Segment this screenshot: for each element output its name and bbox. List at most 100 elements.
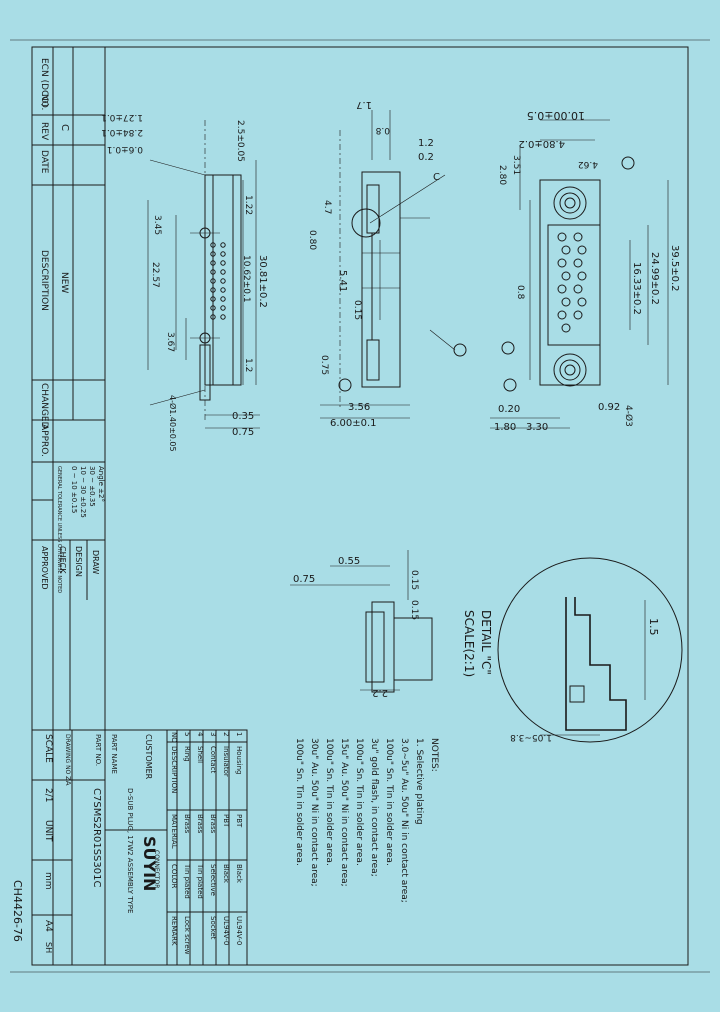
note-line: 1. Selective plating [414,738,424,825]
front-dim-6: 3.45 [152,215,162,235]
pin-mark [210,314,216,320]
front-dim-9: 10.62±0.1 [241,255,251,303]
customer-value: D-SUB PLUG, 17W2 ASSEMBLY TYPE [126,788,134,913]
pin-mark [220,287,226,293]
pin-mark [210,278,216,284]
title-block: CUSTOMER D-SUB PLUG, 17W2 ASSEMBLY TYPE … [32,730,168,965]
unit-value: mm [43,872,53,890]
approved-label: APPRO. [39,424,49,457]
side-dim-11: 3.56 [348,402,370,413]
scale-label: SCALE [43,734,53,763]
note-line: 100u" Sn. Tin in solder area. [354,738,364,866]
material-cell: 1 [235,732,243,736]
part-name-label: PART NAME [110,734,118,774]
front-dim-13: 0.75 [232,427,254,438]
date-label: DATE [39,150,49,174]
material-cell: Black [222,864,230,884]
bottom-dim-1: 0.55 [338,556,360,567]
approved-box-label: APPROVED [40,546,49,590]
tolerance-title: GENERAL TOLERANCE UNLESS OTHERWISE NOTED [56,466,62,593]
material-header-cell: DESCRIPTION [170,746,178,793]
contact-hole [573,310,583,320]
detail-c: DETAIL "C" SCALE(2:1) 1.5 1.05~3.8 [462,557,683,743]
pin-mark [210,269,216,275]
right-dim-5: 4.62 [578,159,598,169]
contact-hole [561,297,571,307]
note-line: 100u" Sn. Tin in solder area. [324,738,334,866]
front-dim-4: 2.5±0.05 [235,120,245,162]
customer-label: CUSTOMER [144,734,153,780]
side-dim-4: 0.8 [375,125,390,135]
description-value: NEW [59,272,69,293]
contact-hole [577,245,587,255]
material-header-cell: COLOR [170,864,178,889]
tolerance-line-1: 0 ~ 10 ±0.15 [70,466,78,513]
design-label: DESIGN [74,546,83,577]
side-callout-c: C [433,172,440,183]
pin-mark [210,242,216,248]
sheet-border [31,46,689,966]
front-dim-14: 4-Ø1.40±0.05 [168,395,178,452]
material-cell: Shell [196,746,204,763]
note-line: 30u" Au. 50u" Ni in contact area; [309,738,319,887]
front-dim-1: 1.27±0.1 [101,112,143,122]
rev-value: C [59,124,70,131]
size-value: A4 [43,920,53,932]
bottom-dim-4: 0.15 [409,600,419,620]
front-dim-7: 22.57 [150,262,160,288]
material-cell: Black [235,864,243,884]
detail-scale: SCALE(2:1) [462,610,476,677]
material-cell: Socket [209,916,217,940]
material-cell: PBT [235,814,243,828]
side-dim-3: 0.2 [418,152,434,163]
right-dim-2: 4.80±0.2 [518,138,565,149]
ecn-label: ECN (DCO) [39,58,49,107]
changed-label: CHANGED [39,383,49,429]
side-dim-7: 5.41 [337,270,348,292]
tolerance-line-4: Angle ±2° [97,466,105,502]
contact-hole [557,232,567,242]
material-cell: 4 [196,732,204,737]
front-dim-5: 1.22 [243,195,253,215]
material-cell: 5 [183,732,191,736]
contact-hole [557,284,567,294]
right-dim-1: 10.00±0.5 [527,109,585,122]
front-dim-10: 3.67 [165,332,175,352]
material-header-cell: NO [170,732,178,743]
bottom-view: 0.55 0.15 0.75 0.15 2.2 [290,550,433,698]
bottom-dim-3: 0.75 [293,574,315,585]
pin-mark [210,296,216,302]
front-view: 1.27±0.1 2.84±0.1 0.6±0.1 2.5±0.05 1.22 … [101,112,268,452]
tolerance-line-2: 10 ~ 30 ±0.25 [79,466,87,518]
contact-hole [561,245,571,255]
side-dim-8: 0.15 [352,300,362,320]
material-cell: Ring [183,746,191,762]
side-view: 1.7 1.2 0.2 0.8 C 4.7 5.41 0.15 0.75 6.0… [307,99,467,429]
right-dim-4: 2.80 [497,165,507,185]
right-dim-7: 24.99±0.2 [649,252,660,305]
right-dim-13: 0.92 [598,402,620,413]
material-cell: Insulator [222,746,230,777]
draw-label: DRAW [91,550,100,574]
right-dim-14: 4-Ø3 [623,405,634,427]
right-dim-8: 16.33±0.2 [631,262,642,315]
material-cell: Brass [196,814,204,834]
material-cell: Lock screw [183,916,191,955]
material-cell: Contact [209,746,217,773]
pin-mark [210,251,216,257]
revision-block: ECN (DCO) NO. REV C DATE DESCRIPTION NEW… [32,47,106,730]
note-line: 3.0~5u" Au. 50u" Ni in contact area; [399,738,409,903]
right-dim-9: 0.8 [515,285,525,300]
material-cell: Brass [209,814,217,834]
pin-mark [220,314,226,320]
material-cell: 3 [209,732,217,736]
bottom-dim-5: 2.2 [372,687,388,698]
material-header-cell: REMARK [170,916,178,946]
note-line: 100u" Sn. Tin in solder area. [294,738,304,866]
pin-mark [210,260,216,266]
side-dim-9: 0.75 [319,355,329,375]
side-dim-1: 1.7 [356,99,372,110]
